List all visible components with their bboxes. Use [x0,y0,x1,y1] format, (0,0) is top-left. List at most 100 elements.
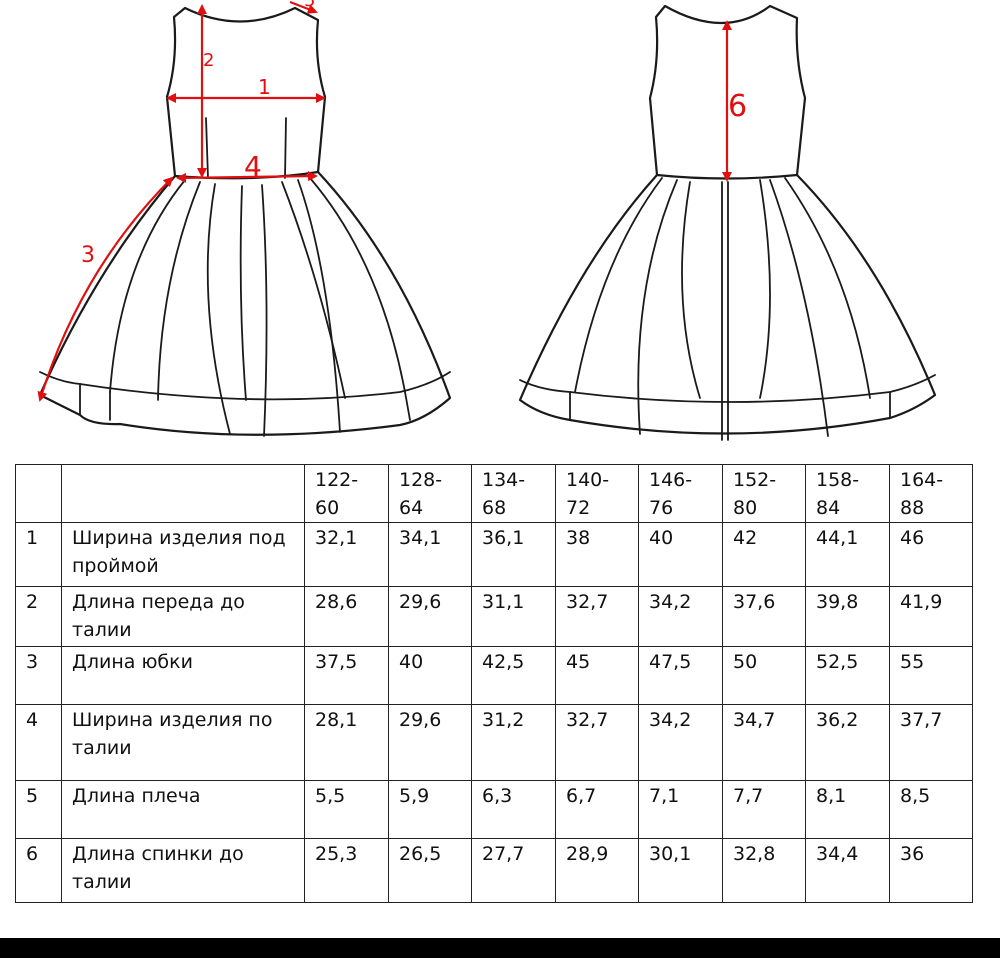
size-value-cell: 50 [722,646,806,705]
size-value-cell: 34,1 [388,522,472,587]
front-pleat-6 [281,181,346,399]
size-value-cell: 52,5 [805,646,890,705]
size-value-cell: 6,7 [555,780,639,839]
size-value-cell: 36,2 [805,704,890,781]
front-hem-seam-2 [404,391,411,421]
size-value-cell: 44,1 [805,522,890,587]
header-cell: 128- 64 [388,464,472,523]
header-cell: 122- 60 [304,464,389,523]
size-value-cell: 46 [889,522,973,587]
size-value-cell: 32,1 [304,522,389,587]
size-value-cell: 37,6 [722,586,806,647]
size-value-cell: 42 [722,522,806,587]
back-pleat-2 [637,179,678,435]
front-pleat-4 [239,185,247,401]
size-value-cell: 37,5 [304,646,389,705]
row-number: 3 [15,646,62,705]
size-value-cell: 34,7 [722,704,806,781]
header-cell: 164- 88 [889,464,973,523]
measure-6-label: 6 [728,89,747,124]
size-value-cell: 45 [555,646,639,705]
size-value-cell: 34,2 [638,586,723,647]
front-pleat-5 [261,184,268,437]
front-dart-left [205,117,209,179]
size-value-cell: 25,3 [304,838,389,903]
size-value-cell: 32,7 [555,704,639,781]
front-pleat-2 [157,181,201,401]
size-value-cell: 31,1 [471,586,556,647]
size-value-cell: 31,2 [471,704,556,781]
size-value-cell: 28,9 [555,838,639,903]
measure-5-label: 5 [304,0,315,11]
back-pleat-6 [784,177,871,399]
back-skirt [518,173,937,435]
size-value-cell: 26,5 [388,838,472,903]
measure-4-label: 4 [244,150,262,183]
front-pleat-8 [309,177,406,393]
row-number: 6 [15,838,62,903]
size-value-cell: 30,1 [638,838,723,903]
measurement-name: Длина плеча [61,780,305,839]
size-value-cell: 41,9 [889,586,973,647]
size-value-cell: 8,1 [805,780,890,839]
size-value-cell: 55 [889,646,973,705]
front-view: 1 2 3 4 5 [37,0,452,437]
measure-3-label: 3 [81,243,95,268]
size-value-cell: 5,9 [388,780,472,839]
back-pleat-5 [769,179,829,437]
header-cell: 140- 72 [555,464,639,523]
measure-2-label: 2 [203,50,214,71]
size-value-cell: 34,2 [638,704,723,781]
header-cell: 158- 84 [805,464,890,523]
size-value-cell: 38 [555,522,639,587]
size-value-cell: 28,1 [304,704,389,781]
back-hem-top [569,374,936,403]
measure-5-arrow [289,0,318,14]
back-pleat-3 [681,181,701,399]
back-pleat-1 [574,177,663,393]
size-value-cell: 7,1 [638,780,723,839]
header-cell [15,464,62,523]
measurement-name: Ширина изделия по талии [61,704,305,781]
size-value-cell: 28,6 [304,586,389,647]
size-value-cell: 8,5 [889,780,973,839]
bottom-bar [0,938,1000,958]
row-number: 1 [15,522,62,587]
front-pleat-7 [297,179,341,433]
size-value-cell: 47,5 [638,646,723,705]
size-value-cell: 39,8 [805,586,890,647]
row-number: 4 [15,704,62,781]
row-number: 5 [15,780,62,839]
front-dart-right [284,117,287,179]
size-value-cell: 34,4 [805,838,890,903]
size-value-cell: 27,7 [471,838,556,903]
size-value-cell: 6,3 [471,780,556,839]
size-value-cell: 7,7 [722,780,806,839]
front-pleat-3 [206,183,231,435]
row-number: 2 [15,586,62,647]
size-value-cell: 36,1 [471,522,556,587]
size-value-cell: 32,7 [555,586,639,647]
size-value-cell: 40 [638,522,723,587]
size-value-cell: 5,5 [304,780,389,839]
measure-1-label: 1 [258,75,271,99]
measure-4-arrow [176,171,318,183]
size-value-cell: 40 [388,646,472,705]
header-cell: 146- 76 [638,464,723,523]
measurement-name: Длина спинки до талии [61,838,305,903]
header-cell: 134- 68 [471,464,556,523]
size-value-cell: 29,6 [388,704,472,781]
back-pleat-4 [759,179,771,399]
measurement-name: Длина юбки [61,646,305,705]
header-cell: 152- 80 [722,464,806,523]
dress-diagram: 1 2 3 4 5 6 [37,0,937,441]
back-view: 6 [518,4,937,441]
measurement-name: Длина переда до талии [61,586,305,647]
